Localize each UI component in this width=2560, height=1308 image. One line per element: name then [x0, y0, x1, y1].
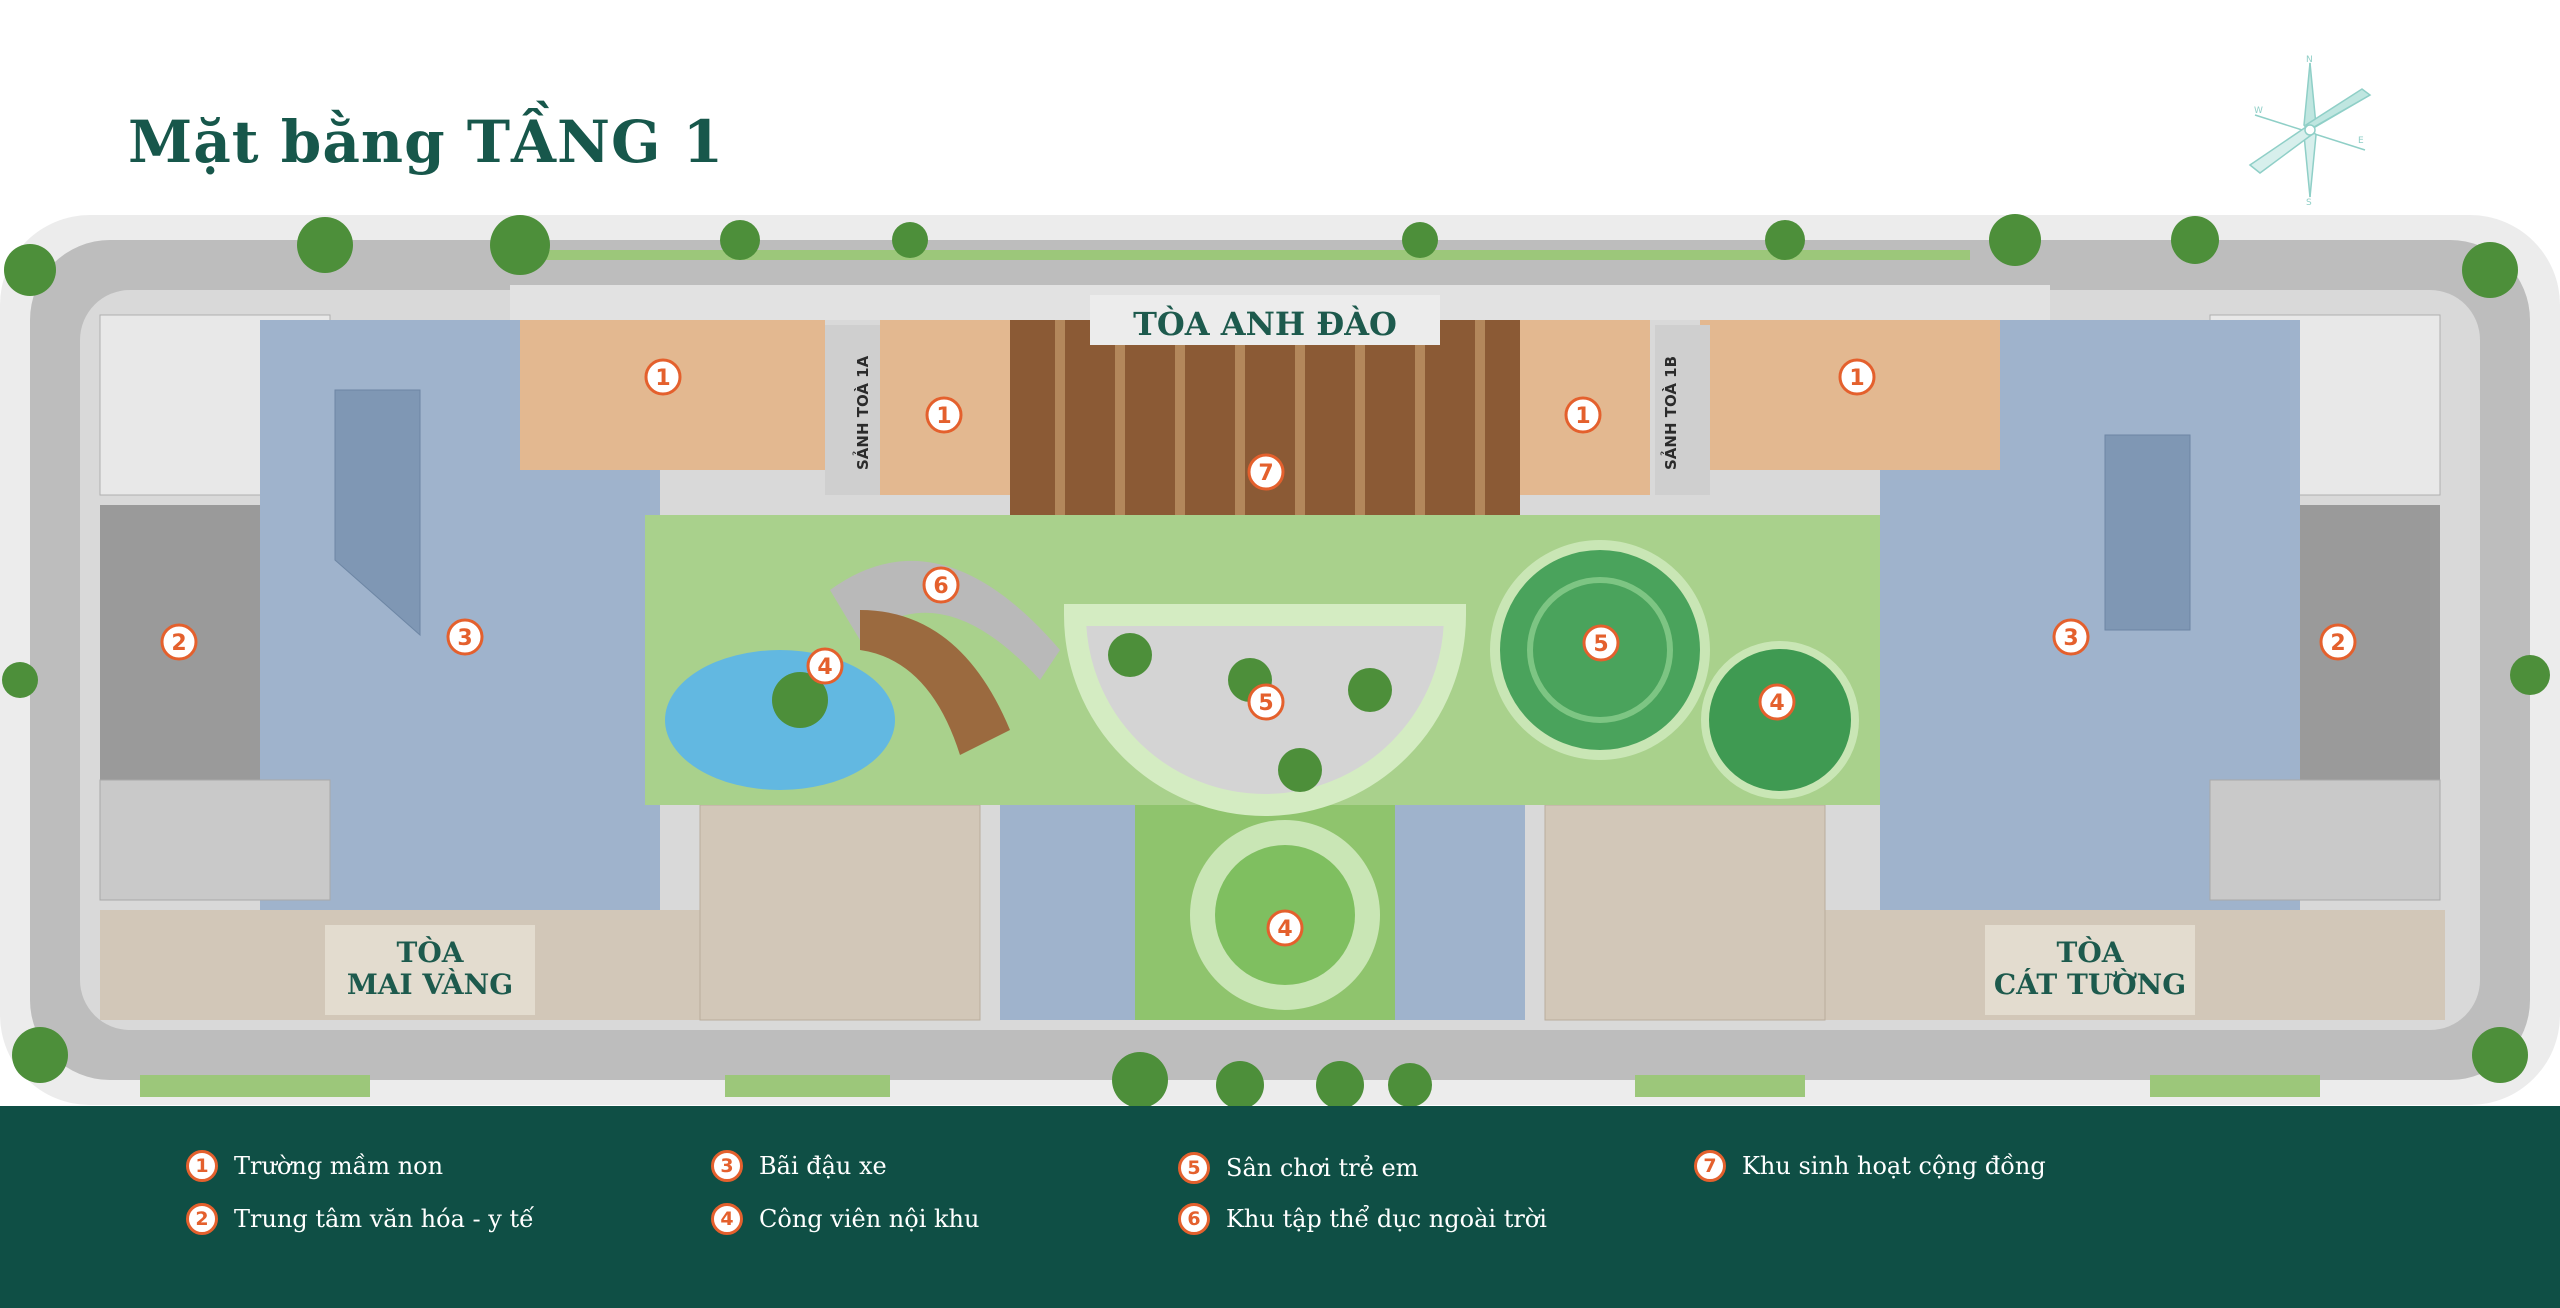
tower-mai-vang-label-bg	[325, 925, 535, 1015]
svg-text:W: W	[2254, 106, 2263, 116]
svg-text:6: 6	[933, 574, 948, 599]
kindergarten-4	[1700, 320, 2000, 470]
exercise-deck	[860, 610, 1010, 755]
shophouse-left	[699, 804, 981, 1021]
legend-label: Công viên nội khu	[759, 1205, 980, 1233]
svg-text:2: 2	[2330, 631, 2345, 656]
core-mai-vang-south	[99, 779, 331, 901]
legend-item-6: 6 Khu tập thể dục ngoài trời	[1178, 1203, 1547, 1235]
marker-park-round[interactable]: 4	[1266, 909, 1304, 947]
svg-text:1: 1	[655, 366, 670, 391]
shophouse-right	[1544, 804, 1826, 1021]
tree	[1108, 633, 1152, 677]
kindergarten-1	[520, 320, 825, 470]
svg-text:4: 4	[1277, 917, 1292, 942]
marker-play-circle[interactable]: 5	[1582, 624, 1620, 662]
label-toa-mai-vang-1: TÒA	[397, 935, 465, 969]
label-lobby-1a: SẢNH TOÀ 1A	[851, 355, 872, 470]
marker-parking-left[interactable]: 3	[446, 618, 484, 656]
marker-parking-right[interactable]: 3	[2052, 618, 2090, 656]
page-title: Mặt bằng TẦNG 1	[128, 108, 725, 176]
legend-item-4: 4 Công viên nội khu	[711, 1203, 979, 1235]
legend-item-1: 1 Trường mầm non	[186, 1150, 443, 1182]
marker-kindergarten-d[interactable]: 1	[1838, 358, 1876, 396]
svg-text:4: 4	[1769, 691, 1784, 716]
marker-community[interactable]: 7	[1247, 453, 1285, 491]
legend-item-7: 7 Khu sinh hoạt cộng đồng	[1694, 1150, 2046, 1182]
compass-rose-icon: N E W S	[2248, 55, 2372, 205]
svg-text:1: 1	[936, 404, 951, 429]
pond	[665, 650, 895, 790]
label-toa-anh-dao: TÒA ANH ĐÀO	[1133, 305, 1397, 343]
marker-exercise[interactable]: 6	[922, 566, 960, 604]
marker-play-plaza[interactable]: 5	[1247, 683, 1285, 721]
marker-culture-right[interactable]: 2	[2319, 623, 2357, 661]
planting-strip	[1635, 1075, 1805, 1097]
legend-panel: 1 Trường mầm non 2 Trung tâm văn hóa - y…	[0, 1106, 2560, 1308]
svg-text:2: 2	[171, 631, 186, 656]
label-toa-cat-tuong-1: TÒA	[2057, 935, 2125, 969]
pond-island-tree	[772, 672, 828, 728]
label-toa-cat-tuong-2: CÁT TƯỜNG	[1994, 967, 2186, 1001]
tree	[1348, 668, 1392, 712]
parking-center-right	[1395, 805, 1525, 1020]
legend-label: Khu tập thể dục ngoài trời	[1226, 1205, 1547, 1233]
legend-item-2: 2 Trung tâm văn hóa - y tế	[186, 1203, 534, 1235]
floor-plan-map: TÒA ANH ĐÀO TÒA MAI VÀNG TÒA CÁT TƯỜNG S…	[0, 214, 2560, 1109]
marker-kindergarten-a[interactable]: 1	[644, 358, 682, 396]
lobby-1a	[825, 325, 880, 495]
legend-item-5: 5 Sân chơi trẻ em	[1178, 1152, 1418, 1184]
legend-label: Bãi đậu xe	[759, 1152, 887, 1180]
svg-text:1: 1	[1849, 366, 1864, 391]
planting-strip	[725, 1075, 890, 1097]
svg-text:E: E	[2358, 136, 2364, 146]
legend-label: Sân chơi trẻ em	[1226, 1154, 1419, 1182]
planting-strip	[2150, 1075, 2320, 1097]
legend-number: 5	[1178, 1152, 1210, 1184]
marker-park-playground[interactable]: 4	[1758, 683, 1796, 721]
label-lobby-1b: SẢNH TOÀ 1B	[1659, 356, 1680, 470]
svg-text:7: 7	[1258, 461, 1273, 486]
marker-kindergarten-b[interactable]: 1	[925, 396, 963, 434]
svg-text:1: 1	[1575, 404, 1590, 429]
tower-cat-tuong-label-bg	[1985, 925, 2195, 1015]
planting-strip	[140, 1075, 370, 1097]
svg-text:4: 4	[817, 655, 832, 680]
svg-text:5: 5	[1258, 691, 1273, 716]
svg-text:5: 5	[1593, 632, 1608, 657]
legend-label: Khu sinh hoạt cộng đồng	[1742, 1152, 2046, 1180]
tree	[1278, 748, 1322, 792]
legend-item-3: 3 Bãi đậu xe	[711, 1150, 887, 1182]
parking-center-left	[1000, 805, 1140, 1020]
legend-label: Trung tâm văn hóa - y tế	[234, 1205, 534, 1233]
perimeter-trees	[2, 214, 2550, 1109]
planting-strip	[520, 250, 1970, 260]
legend-number: 4	[711, 1203, 743, 1235]
svg-text:3: 3	[2063, 626, 2078, 651]
ramp-left	[334, 389, 421, 637]
playground-ring	[1527, 577, 1673, 723]
svg-text:S: S	[2306, 198, 2312, 205]
marker-kindergarten-c[interactable]: 1	[1564, 396, 1602, 434]
legend-label: Trường mầm non	[234, 1152, 444, 1180]
legend-number: 3	[711, 1150, 743, 1182]
legend-number: 6	[1178, 1203, 1210, 1235]
marker-park-pond[interactable]: 4	[806, 647, 844, 685]
exercise-track	[830, 560, 1060, 680]
lobby-1b	[1655, 325, 1710, 495]
legend-number: 2	[186, 1203, 218, 1235]
legend-number: 1	[186, 1150, 218, 1182]
marker-culture-left[interactable]: 2	[160, 623, 198, 661]
ramp-right	[2104, 434, 2191, 631]
core-cat-tuong-south	[2209, 779, 2441, 901]
svg-text:3: 3	[457, 626, 472, 651]
label-toa-mai-vang-2: MAI VÀNG	[347, 968, 513, 1001]
svg-text:N: N	[2306, 55, 2313, 65]
anh-dao-title-bg	[1090, 295, 1440, 345]
legend-number: 7	[1694, 1150, 1726, 1182]
